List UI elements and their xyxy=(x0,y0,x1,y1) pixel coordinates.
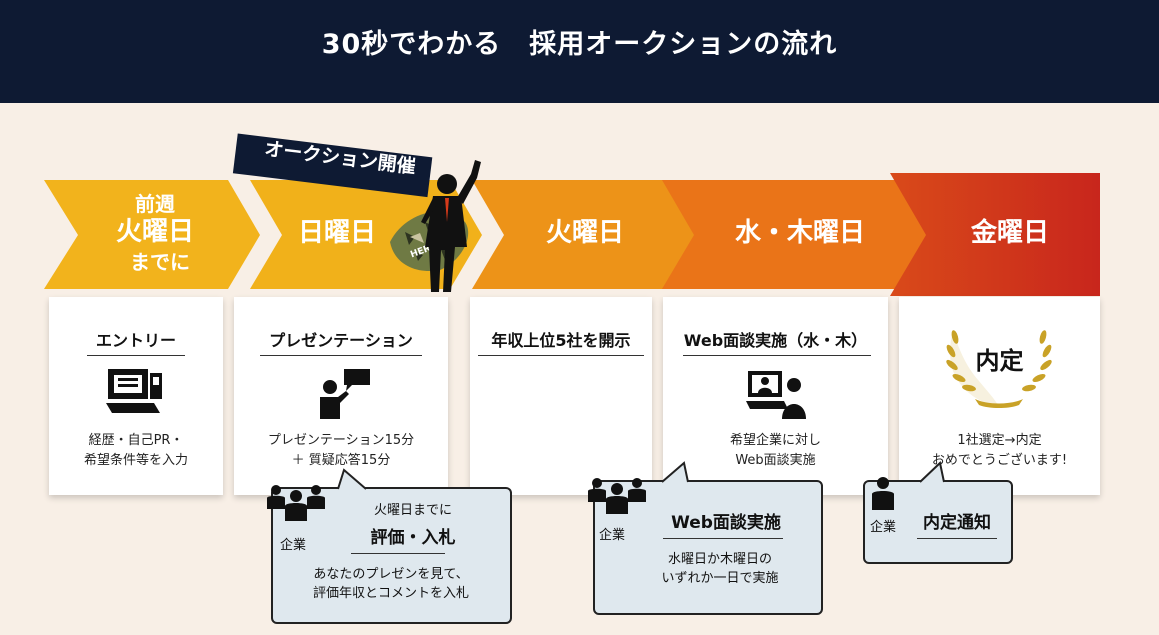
computer-form-icon xyxy=(106,369,162,413)
arrow-step-1 xyxy=(44,180,260,289)
bubble-offer-notice-title: 内定通知 xyxy=(923,513,991,533)
offer-emblem-label: 内定 xyxy=(975,347,1024,375)
card-divider xyxy=(87,355,185,356)
arrow-step-4 xyxy=(662,180,940,289)
bubble-web-interview-text: 水曜日か木曜日の いずれか一日で実施 xyxy=(661,552,779,586)
card-text-presentation: プレゼンテーション15分 ＋ 質疑応答15分 xyxy=(267,433,415,468)
step-card-interview: Web面談実施（水・木） 希望企業に対し Web面談実施 xyxy=(663,297,888,495)
day-label-step-1-line3: までに xyxy=(130,250,190,274)
hero-figure-icon: HERO xyxy=(390,160,481,292)
card-divider xyxy=(683,355,871,356)
day-label-step-4: 水・木曜日 xyxy=(734,218,865,248)
bubble-web-interview-title: Web面談実施 xyxy=(671,513,781,533)
step-card-disclosure: 年収上位5社を開示 xyxy=(470,297,652,495)
step-card-entry: エントリー 経歴・自己PR・ 希望条件等を入力 xyxy=(49,297,223,495)
bubble-bidding: 火曜日までに 評価・入札 あなたのプレゼンを見て、 評価年収とコメントを入札 xyxy=(271,487,512,624)
day-label-step-1-line1: 前週 xyxy=(135,192,175,216)
card-divider xyxy=(478,355,644,356)
card-title-disclosure: 年収上位5社を開示 xyxy=(491,331,631,350)
page-title: 30秒でわかる 採用オークションの流れ xyxy=(321,29,838,60)
bubble-pointer xyxy=(661,461,689,483)
presenter-icon xyxy=(320,369,370,419)
card-title-interview: Web面談実施（水・木） xyxy=(683,331,868,350)
bubble-bidding-text: あなたのプレゼンを見て、 評価年収とコメントを入札 xyxy=(312,567,469,601)
bubble-pointer xyxy=(337,468,367,490)
card-text-interview: 希望企業に対し Web面談実施 xyxy=(729,433,821,468)
auction-banner xyxy=(232,133,433,198)
company-person-icon xyxy=(872,477,894,510)
header-bar: 30秒でわかる 採用オークションの流れ xyxy=(0,0,1159,103)
day-label-step-3: 火曜日 xyxy=(545,218,624,248)
video-call-icon xyxy=(746,371,806,419)
card-title-entry: エントリー xyxy=(95,331,176,350)
step-card-presentation: プレゼンテーション プレゼンテーション15分 ＋ 質疑応答15分 xyxy=(234,297,448,495)
bubble-web-interview: Web面談実施 水曜日か木曜日の いずれか一日で実施 xyxy=(593,480,823,615)
company-group-icon xyxy=(588,478,646,514)
step-card-offer: 内定 1社選定→内定 おめでとうございます! xyxy=(899,297,1100,495)
laurel-icon xyxy=(946,330,1052,408)
company-label: 企業 xyxy=(280,538,307,553)
bubble-divider xyxy=(917,538,997,539)
card-title-presentation: プレゼンテーション xyxy=(269,331,413,350)
arrow-step-3 xyxy=(472,180,712,289)
card-text-entry: 経歴・自己PR・ 希望条件等を入力 xyxy=(83,433,188,468)
card-divider xyxy=(260,355,422,356)
day-label-step-5: 金曜日 xyxy=(970,218,1049,248)
bubble-divider xyxy=(663,538,783,539)
bubble-divider xyxy=(351,553,445,554)
bubble-bidding-title: 評価・入札 xyxy=(370,528,456,548)
day-label-step-2: 日曜日 xyxy=(297,218,376,248)
arrow-step-5 xyxy=(890,173,1100,296)
day-label-step-1-line2: 火曜日 xyxy=(115,217,194,247)
company-label: 企業 xyxy=(870,520,897,535)
bubble-bidding-caption: 火曜日までに xyxy=(373,503,452,518)
card-text-offer: 1社選定→内定 おめでとうございます! xyxy=(931,433,1068,468)
bubble-pointer xyxy=(919,461,945,483)
company-group-icon xyxy=(267,485,325,521)
company-label: 企業 xyxy=(599,528,626,543)
